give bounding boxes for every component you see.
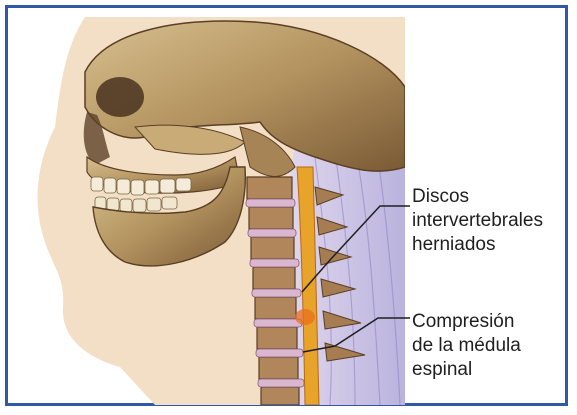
leader-cord-compression	[303, 318, 410, 352]
label-cord-compression: Compresión de la médula espinal	[412, 310, 521, 382]
leader-herniated-discs	[302, 206, 410, 292]
label-herniated-discs: Discos intervertebrales herniados	[412, 185, 543, 257]
